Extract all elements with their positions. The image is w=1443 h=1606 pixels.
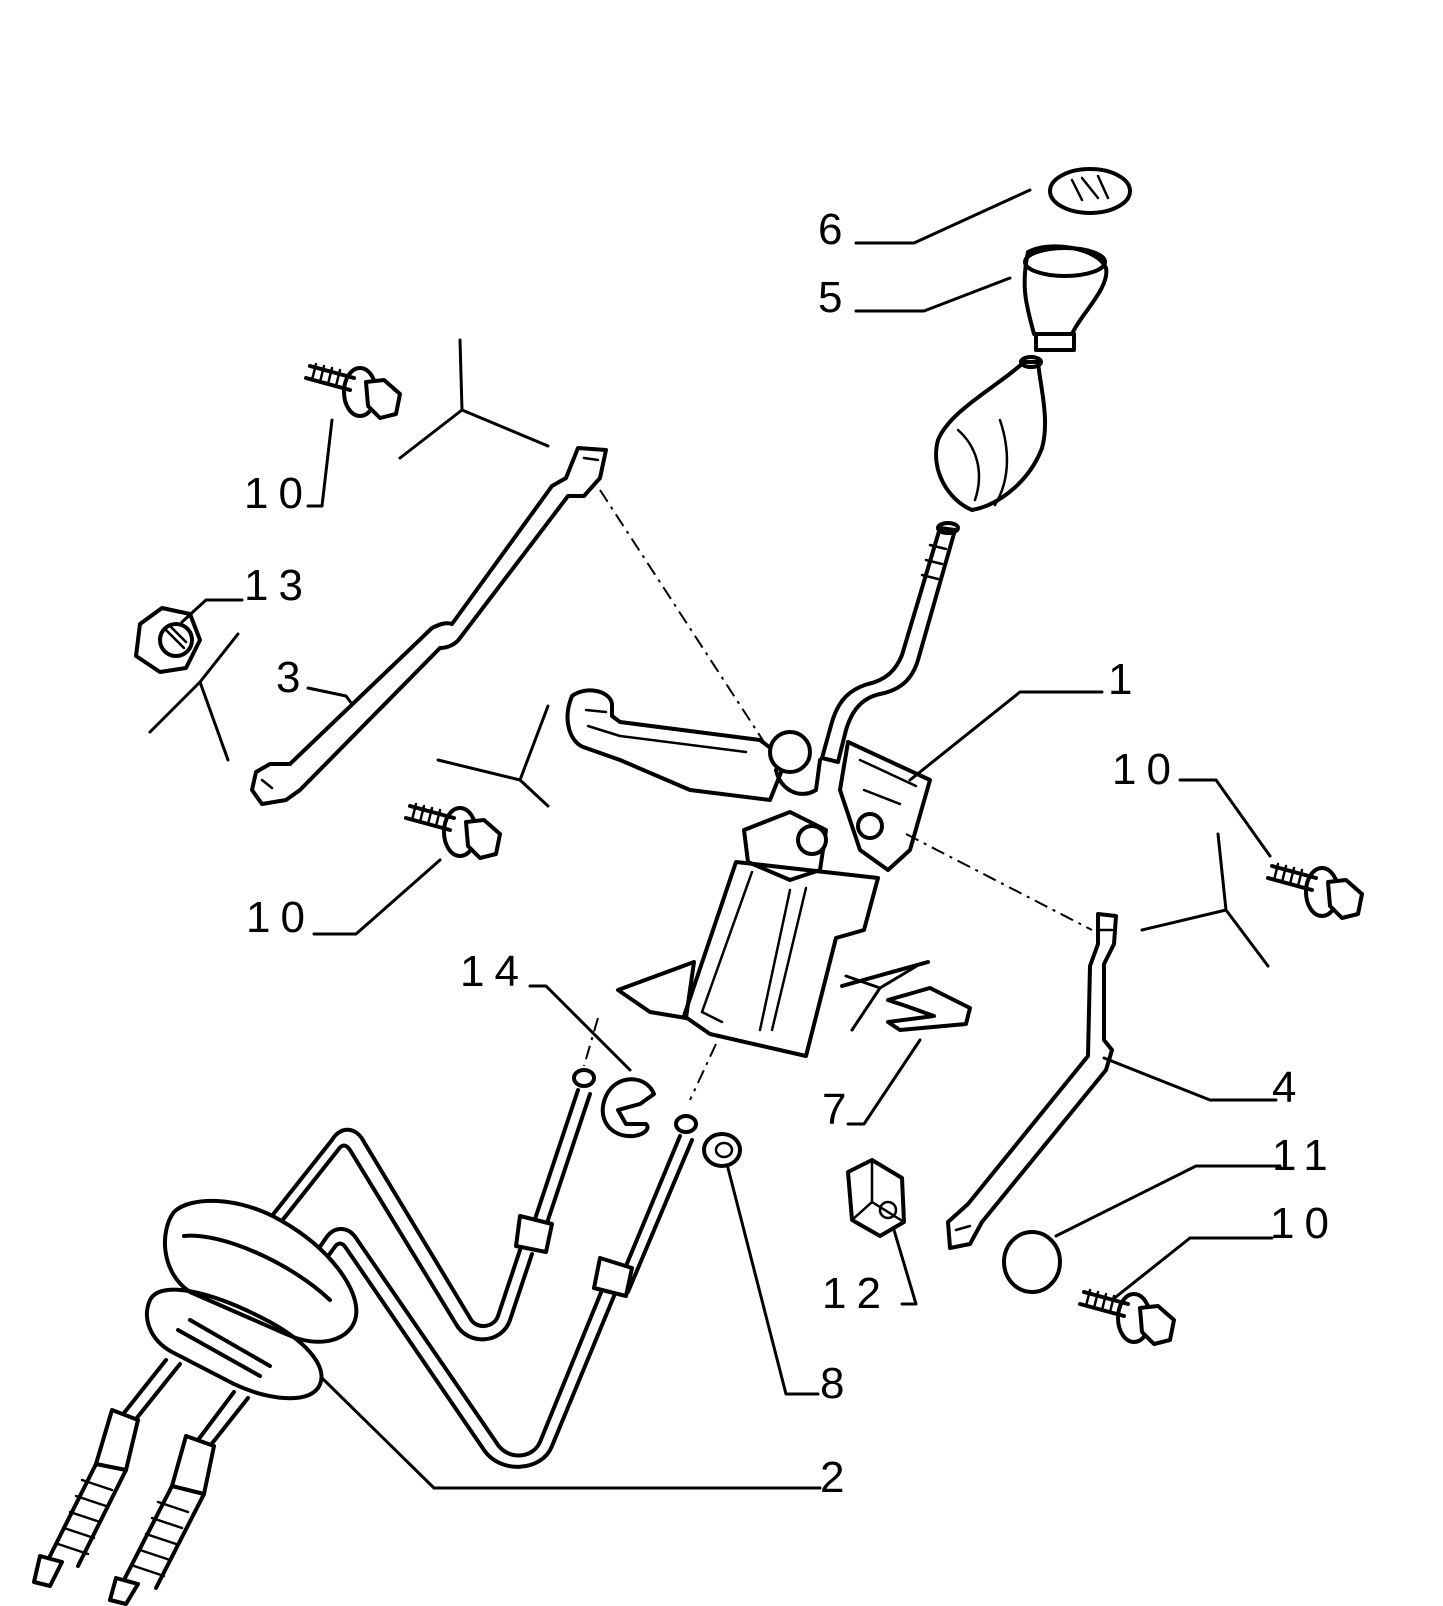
callout-6: 6 xyxy=(818,205,852,254)
shift-lever-rod xyxy=(820,521,960,764)
gearshift-housing-part-1 xyxy=(565,688,932,1058)
leader-lines xyxy=(148,188,1282,1490)
selector-rod-part-3 xyxy=(250,446,608,806)
alignment-line-lower xyxy=(689,1043,717,1101)
shift-boot xyxy=(934,355,1048,512)
callout-7: 7 xyxy=(822,1085,856,1134)
flat-washer-part-11 xyxy=(1002,1230,1062,1294)
washer-part-8 xyxy=(702,1132,742,1168)
callout-5: 5 xyxy=(818,273,852,322)
gearshift-cables-part-2 xyxy=(32,1068,698,1606)
nut-part-13 xyxy=(134,606,202,674)
bolt-part-10-upper-left xyxy=(304,362,402,420)
alignment-line-left xyxy=(599,489,765,743)
callout-8: 8 xyxy=(820,1359,854,1408)
bolt-part-10-middle-left xyxy=(404,802,502,860)
callout-4: 4 xyxy=(1272,1063,1306,1112)
clip-part-7 xyxy=(886,986,972,1032)
alignment-line-clip xyxy=(583,1017,599,1067)
circlip-part-14 xyxy=(600,1077,656,1139)
callout-10-upper-left: 10 xyxy=(244,469,313,518)
callout-10-right: 10 xyxy=(1112,745,1181,794)
callout-10-middle-left: 10 xyxy=(246,893,315,942)
bolt-part-10-lower-right xyxy=(1078,1288,1176,1346)
bolt-part-10-right xyxy=(1266,862,1364,920)
gear-knob-part-5 xyxy=(1022,244,1109,352)
callout-11: 11 xyxy=(1272,1131,1338,1180)
selector-rod-part-4 xyxy=(946,912,1118,1250)
callout-14: 14 xyxy=(460,947,529,996)
callout-2: 2 xyxy=(820,1453,854,1502)
callout-12: 12 xyxy=(822,1269,891,1318)
callout-labels: 6 5 1 10 13 3 10 10 14 4 7 11 10 12 8 2 xyxy=(244,205,1339,1502)
callout-1: 1 xyxy=(1108,655,1142,704)
alignment-line-right xyxy=(905,833,1093,931)
knob-cap-part-6 xyxy=(1048,167,1132,215)
callout-13: 13 xyxy=(244,561,313,610)
cage-nut-part-12 xyxy=(846,1158,906,1238)
callout-10-lower-right: 10 xyxy=(1270,1199,1339,1248)
callout-3: 3 xyxy=(276,653,310,702)
